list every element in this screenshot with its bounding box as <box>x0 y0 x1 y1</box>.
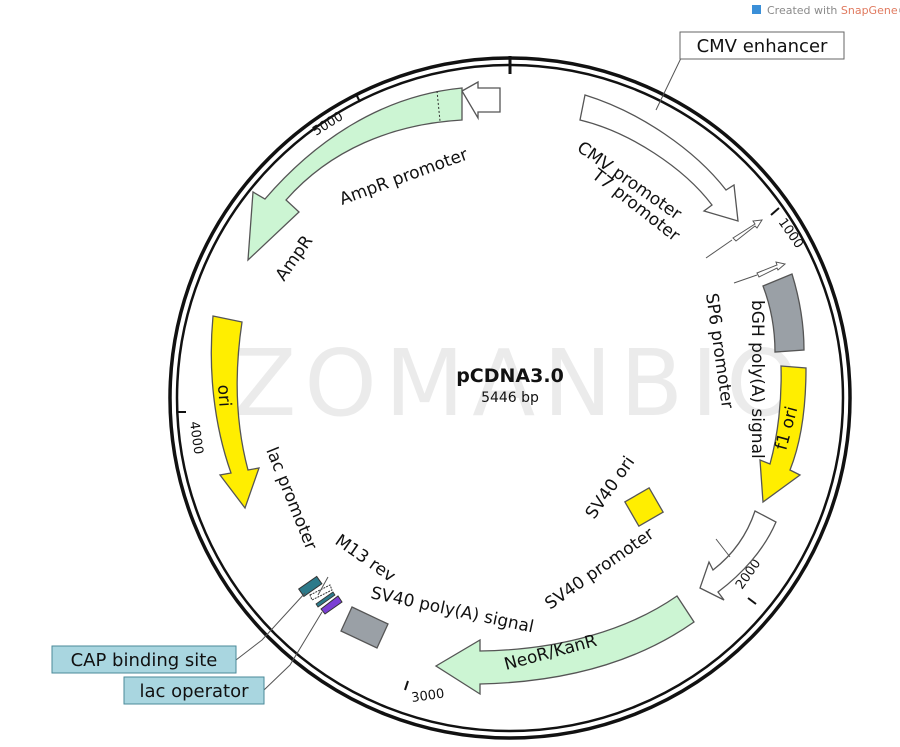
credit-mark: ® <box>898 4 900 17</box>
lac-operator-box <box>123 676 265 705</box>
m13-leader <box>317 576 329 596</box>
sv40-promoter-feature <box>699 510 777 601</box>
ampr-feature <box>247 87 463 262</box>
sv40-polya-feature <box>340 606 389 649</box>
cap-site-box <box>51 645 237 674</box>
tick-label-3000: 3000 <box>410 687 445 706</box>
lac-promoter-feature <box>309 584 333 601</box>
sv40-ori-feature <box>623 486 665 528</box>
bgh-polya-feature <box>762 273 805 353</box>
neor-feature <box>434 595 695 696</box>
bgh-polya-label: bGH poly(A) signal <box>747 300 767 459</box>
ampr-promoter-label: AmpR promoter <box>337 145 471 210</box>
credit-prefix: Created with <box>767 4 837 17</box>
cmv-enhancer-box <box>679 31 845 60</box>
plasmid-name: pCDNA3.0 <box>456 365 564 387</box>
cap-site-feature <box>297 575 323 598</box>
sp6-promoter-feature <box>756 261 787 278</box>
m13-rev-feature <box>315 591 336 608</box>
ampr-dotted-marker <box>436 90 441 122</box>
t7-promoter-feature <box>732 219 763 242</box>
lac-operator-label: lac operator <box>139 681 249 702</box>
svg-text:Created with SnapGene®: Created with SnapGene® <box>767 4 900 17</box>
sv40-promoter-label: SV40 promoter <box>541 524 658 614</box>
tick-mark-1000 <box>770 207 780 216</box>
plasmid-size: 5446 bp <box>481 390 539 406</box>
watermark: ZOMANBIO <box>233 330 806 437</box>
tick-mark-2000 <box>747 597 757 605</box>
credit-brand: SnapGene <box>841 4 898 17</box>
m13-rev-label: M13 rev <box>331 531 399 587</box>
lac-operator-leader <box>263 611 323 691</box>
tick-mark-5000 <box>355 93 361 103</box>
ori-label: ori <box>213 384 234 407</box>
ampr-label: AmpR <box>272 232 318 285</box>
lac-operator-feature <box>320 595 343 615</box>
ampr-promoter-feature <box>461 80 501 121</box>
cmv-feature <box>579 94 739 222</box>
tick-mark-3000 <box>404 680 409 691</box>
tick-label-4000: 4000 <box>186 420 205 455</box>
lac-promoter-label: lac promoter <box>261 444 320 552</box>
sv40-polya-label: SV40 poly(A) signal <box>369 583 536 637</box>
snapgene-credit: Created with SnapGene® <box>752 4 900 17</box>
sp6-leader <box>733 274 758 284</box>
snapgene-logo-icon <box>752 5 761 14</box>
sv40-promoter-leader <box>715 538 731 558</box>
cmv-enhancer-label: CMV enhancer <box>697 36 828 57</box>
f1-ori-feature <box>759 365 807 504</box>
cap-site-label: CAP binding site <box>71 650 218 671</box>
ori-feature <box>210 315 260 510</box>
t7-leader <box>705 239 733 259</box>
cap-leader <box>235 592 306 661</box>
